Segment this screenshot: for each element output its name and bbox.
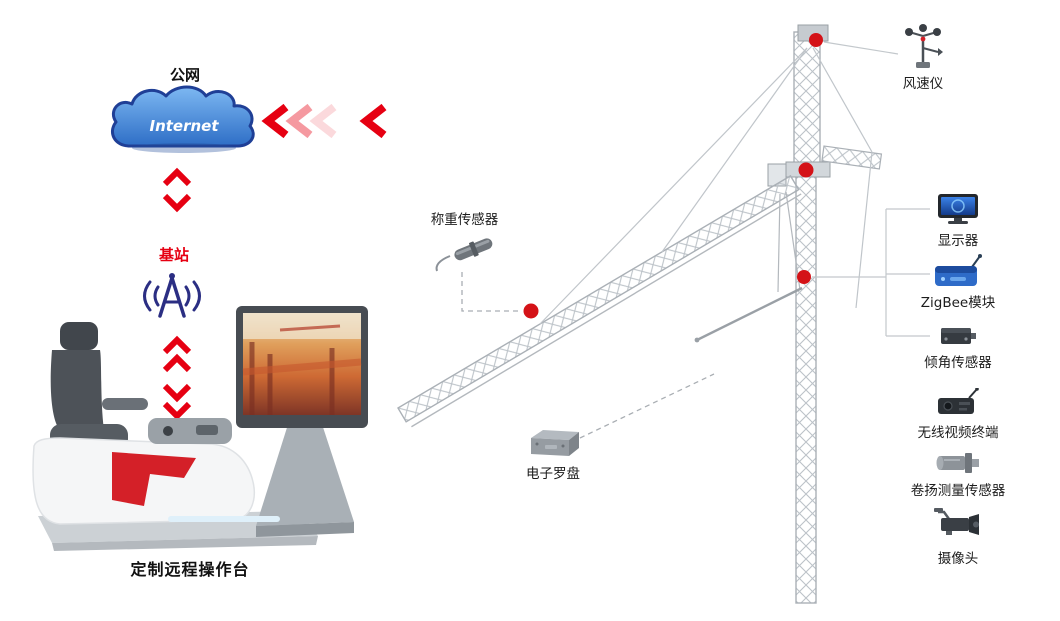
load-cell-icon — [435, 238, 492, 272]
device-item-hoist-sensor: 卷扬测量传感器 — [898, 448, 1018, 499]
zigbee-module-icon — [935, 254, 982, 286]
anemometer-item: 风速仪 — [878, 24, 968, 92]
console-red-accent — [112, 452, 196, 506]
base-station-label: 基站 — [158, 246, 189, 264]
connector-lines — [461, 41, 930, 439]
weight-sensor-item: 称重传感器 — [412, 212, 517, 272]
basestation-console-link-chevrons-icon — [162, 335, 192, 421]
console-label: 定制远程操作台 — [130, 560, 250, 579]
device-item-zigbee: ZigBee模块 — [898, 254, 1018, 311]
hoist-measure-sensor-icon — [936, 453, 979, 473]
anemometer-icon — [905, 24, 943, 68]
base-station-antenna-icon — [143, 273, 201, 318]
device-item-monitor: 显示器 — [898, 192, 1018, 249]
compass-item: 电子罗盘 — [498, 426, 608, 482]
wireless-video-terminal-icon — [938, 388, 979, 414]
internet-cloud-icon: Internet — [111, 85, 255, 153]
weight-sensor-label: 称重传感器 — [430, 212, 499, 228]
operator-console-illustration — [32, 306, 368, 551]
cloud-basestation-link-chevrons-icon — [162, 167, 192, 213]
anemometer-label: 风速仪 — [902, 76, 944, 92]
console-chair — [50, 322, 148, 450]
monitor-icon — [938, 194, 978, 224]
horizontal-link-chevrons-icon — [261, 103, 387, 139]
device-label: 无线视频终端 — [917, 425, 999, 441]
slewing-dot — [798, 162, 814, 178]
internet-cloud-label: Internet — [149, 117, 219, 135]
compass-label: 电子罗盘 — [526, 466, 580, 482]
crane-hook-assembly — [694, 191, 803, 343]
device-item-tilt-sensor: 倾角传感器 — [898, 322, 1018, 371]
device-label: ZigBee模块 — [920, 295, 996, 311]
device-item-video-terminal: 无线视频终端 — [898, 388, 1018, 441]
electronic-compass-icon — [531, 430, 579, 456]
anemometer-dot — [809, 33, 823, 47]
device-label: 倾角传感器 — [924, 355, 992, 371]
tilt-sensor-icon — [941, 328, 976, 344]
tower-crane-illustration — [397, 24, 883, 604]
weight-sensor-dot — [523, 303, 539, 319]
device-item-camera: 摄像头 — [898, 506, 1018, 567]
crane-pendant-lines — [539, 47, 873, 325]
device-label: 显示器 — [937, 233, 979, 249]
sensor-marker-dots — [523, 33, 823, 319]
public-network-label: 公网 — [169, 66, 200, 84]
mast-sensor-dot — [797, 270, 811, 284]
device-label: 卷扬测量传感器 — [910, 483, 1006, 499]
device-label: 摄像头 — [937, 551, 979, 567]
cctv-camera-icon — [934, 508, 979, 535]
